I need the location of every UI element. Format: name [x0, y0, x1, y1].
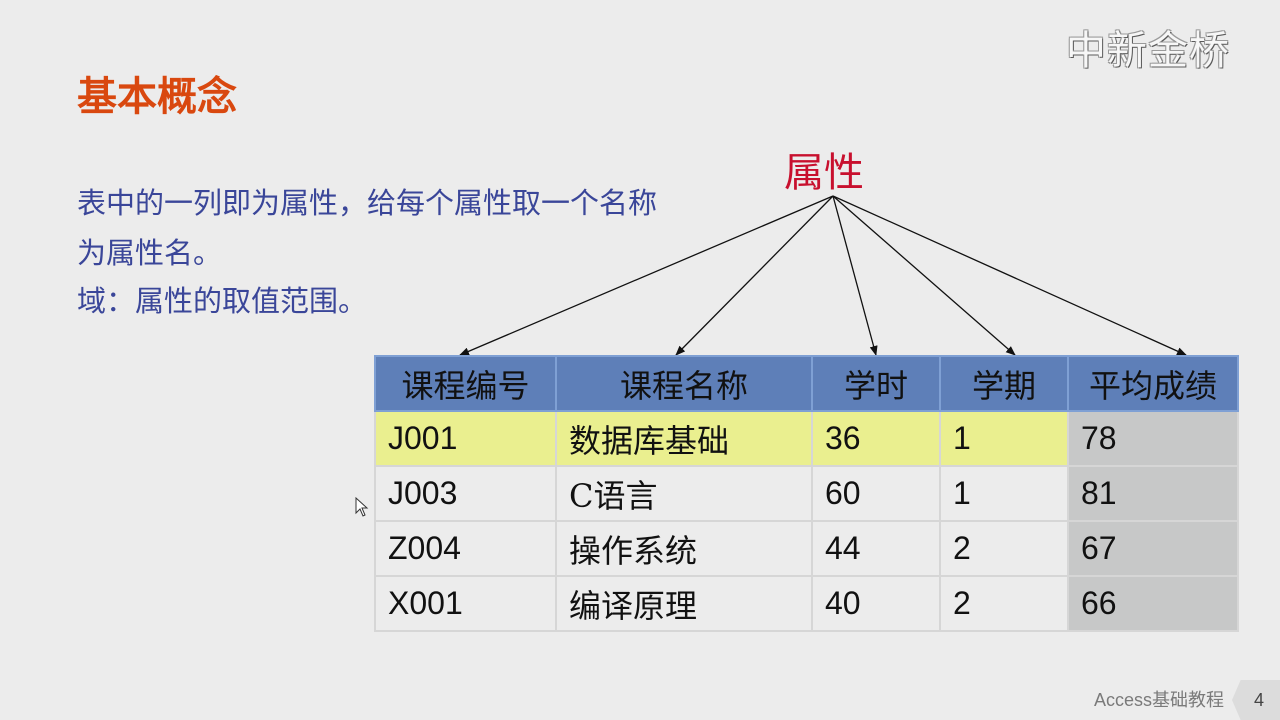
- cell-average-score: 81: [1067, 465, 1239, 522]
- domain-definition-text: 域：属性的取值范围。: [77, 284, 368, 318]
- cell-course-name: 数据库基础: [555, 410, 813, 467]
- cell-average-score: 66: [1067, 575, 1239, 632]
- cell-hours: 44: [811, 520, 941, 577]
- table-header-row: 课程编号 课程名称 学时 学期 平均成绩: [374, 355, 1239, 412]
- cell-hours: 60: [811, 465, 941, 522]
- table-row: X001 编译原理 40 2 66: [374, 575, 1239, 632]
- cell-term: 2: [939, 520, 1069, 577]
- table-row: J003 C语言 60 1 81: [374, 465, 1239, 522]
- cell-course-name: 操作系统: [555, 520, 813, 577]
- cell-course-id: Z004: [374, 520, 557, 577]
- cell-term: 2: [939, 575, 1069, 632]
- slide-title: 基本概念: [77, 74, 237, 120]
- arrow-to-term: [832, 195, 1016, 356]
- brand-logo: 中新金桥: [1066, 28, 1230, 74]
- arrow-to-course-id: [459, 195, 834, 356]
- cell-average-score: 78: [1067, 410, 1239, 467]
- attribute-label: 属性: [784, 150, 864, 196]
- course-table: 课程编号 课程名称 学时 学期 平均成绩 J001 数据库基础 36 1 78 …: [374, 355, 1239, 632]
- footer-course-name: Access基础教程: [1093, 690, 1224, 710]
- attribute-definition-text: 表中的一列即为属性，给每个属性取一个名称为属性名。: [77, 186, 658, 270]
- arrow-to-average-score: [832, 195, 1187, 356]
- header-term: 学期: [939, 355, 1069, 412]
- cell-course-name: C语言: [555, 465, 813, 522]
- arrow-to-course-name: [675, 195, 834, 356]
- mouse-cursor-icon: [355, 497, 369, 517]
- header-course-id: 课程编号: [374, 355, 557, 412]
- cell-average-score: 67: [1067, 520, 1239, 577]
- cell-course-id: J003: [374, 465, 557, 522]
- cell-term: 1: [939, 410, 1069, 467]
- header-course-name: 课程名称: [555, 355, 813, 412]
- cell-course-name: 编译原理: [555, 575, 813, 632]
- cell-course-id: X001: [374, 575, 557, 632]
- header-average-score: 平均成绩: [1067, 355, 1239, 412]
- page-number: 4: [1232, 680, 1280, 720]
- cell-course-id: J001: [374, 410, 557, 467]
- cell-hours: 36: [811, 410, 941, 467]
- cell-hours: 40: [811, 575, 941, 632]
- table-row: J001 数据库基础 36 1 78: [374, 410, 1239, 467]
- arrow-to-hours: [832, 195, 878, 356]
- table-row: Z004 操作系统 44 2 67: [374, 520, 1239, 577]
- header-hours: 学时: [811, 355, 941, 412]
- cell-term: 1: [939, 465, 1069, 522]
